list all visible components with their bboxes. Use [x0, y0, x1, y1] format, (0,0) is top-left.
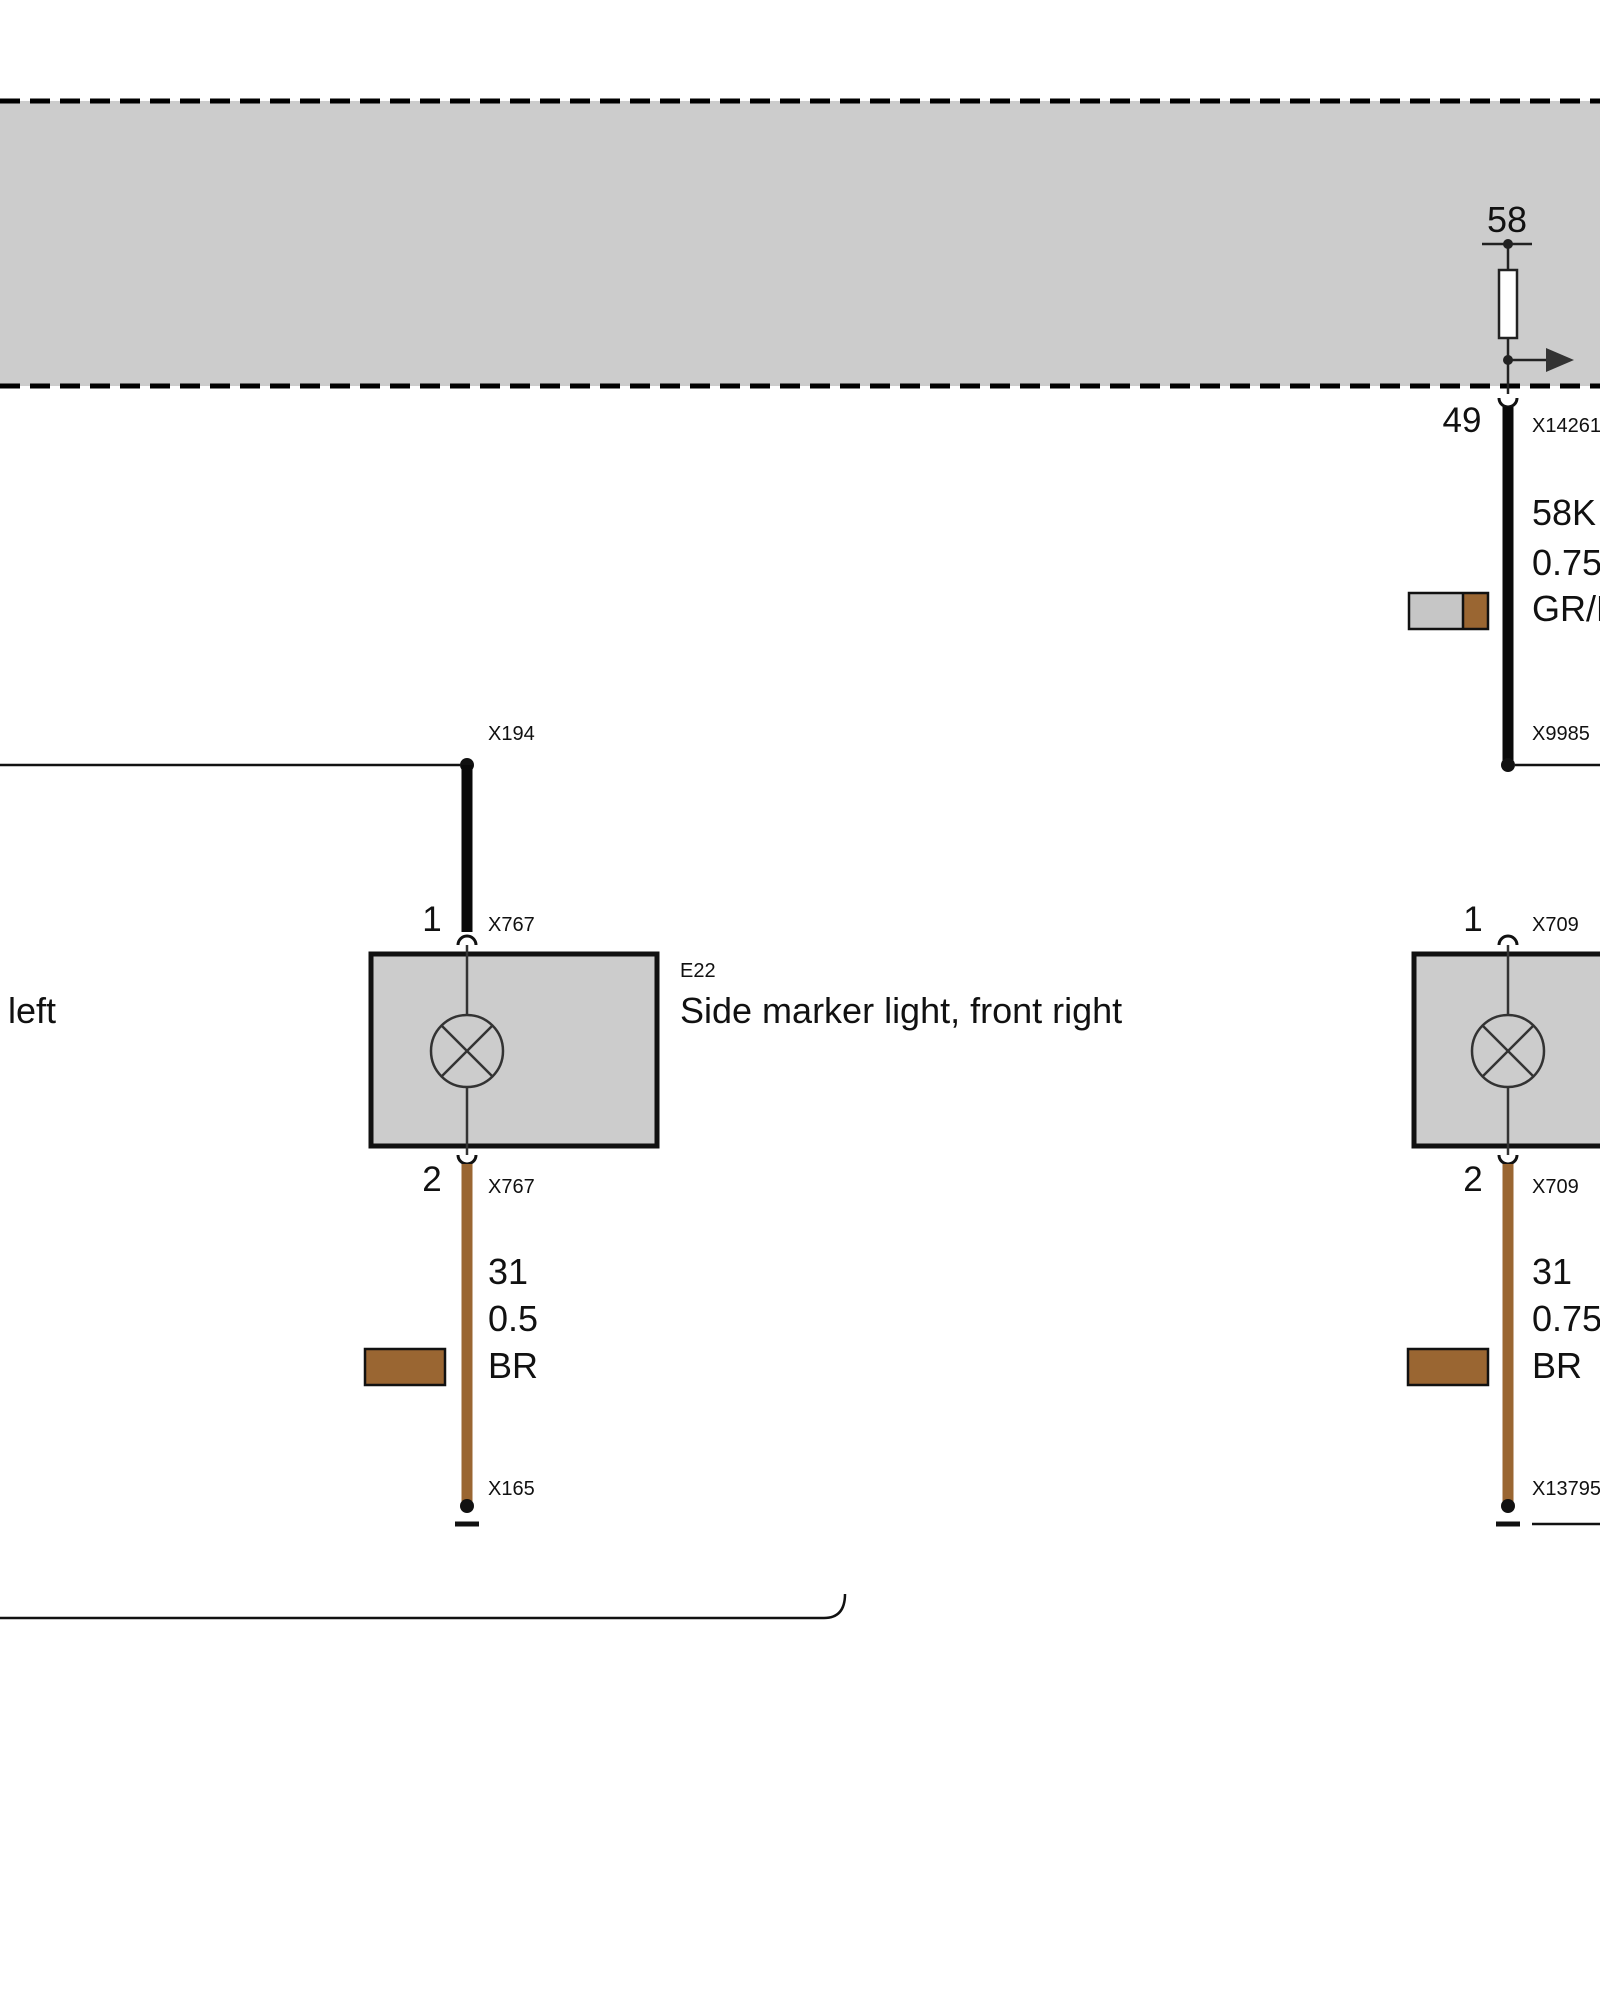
lamp-right-bulb-cross-b: [1481, 1024, 1535, 1078]
wire-58k-circuit: 58K: [1532, 492, 1596, 533]
lamp-e22-id: E22: [680, 960, 716, 982]
lamp-e22-name: Side marker light, front right: [680, 990, 1122, 1031]
control-module: [0, 98, 1600, 389]
wire-58k-gauge: 0.75: [1532, 542, 1600, 583]
lamp-e22-pin1-label: 1: [422, 900, 441, 939]
ground-x13795-label: X13795: [1532, 1478, 1600, 1500]
splice-x9985-label: X9985: [1532, 723, 1590, 745]
terminal-58-circuit: 58: [1482, 199, 1574, 394]
signal-arrow-head: [1546, 348, 1574, 372]
lamp-e22-connector-top: X767: [488, 914, 535, 936]
lamp-right-connector-bottom: X709: [1532, 1176, 1579, 1198]
lamp-right: 1 X709 2 X709: [1411, 900, 1600, 1199]
wire-right-ground-circuit: 31: [1532, 1251, 1572, 1292]
wire-left-ground-gauge: 0.5: [488, 1298, 538, 1339]
ground-x165-label: X165: [488, 1478, 535, 1500]
connector-x14261-label: X14261: [1532, 415, 1600, 437]
swatch-grey: [1409, 593, 1463, 629]
wire-58k-color-code: GR/BR: [1532, 588, 1600, 629]
wire-left-ground-color-swatch: [363, 1347, 447, 1387]
lamp-right-pin1-socket: [1497, 934, 1519, 946]
swatch-brown: [1463, 593, 1488, 629]
resistor-symbol: [1497, 268, 1519, 340]
wire-right-ground-color-swatch: [1406, 1347, 1490, 1387]
swatch-outline: [1407, 591, 1490, 631]
lamp-right-pin1-label: 1: [1463, 900, 1482, 939]
lamp-e22-housing: [368, 951, 660, 1149]
lamp-e22-pin2-label: 2: [422, 1160, 441, 1199]
offscreen-lamp-name-fragment: left: [8, 990, 56, 1031]
terminal-58-label: 58: [1487, 199, 1527, 240]
lamp-right-pin2-socket: [1497, 1154, 1519, 1166]
lamp-e22: 1 X767 2 X767 E22 Side marker light, fro…: [368, 900, 1122, 1199]
splice-x9985: [1501, 758, 1515, 772]
lamp-e22-bulb-cross-b: [440, 1024, 494, 1078]
lamp-e22-pin2-socket: [456, 1154, 478, 1166]
lamp-right-pin2-label: 2: [1463, 1160, 1482, 1199]
wire-right-ground-color-code: BR: [1532, 1345, 1582, 1386]
wire-right-ground-gauge: 0.75: [1532, 1298, 1600, 1339]
wire-left-ground-circuit: 31: [488, 1251, 528, 1292]
pin-49-label: 49: [1443, 401, 1482, 440]
pin-49-socket: [1497, 397, 1519, 409]
splice-x194-label: X194: [488, 723, 535, 745]
wire-left-ground-color-code: BR: [488, 1345, 538, 1386]
lamp-e22-pin1-socket: [456, 934, 478, 946]
ground-x13795-dot: [1501, 1499, 1515, 1513]
lamp-e22-connector-bottom: X767: [488, 1176, 535, 1198]
ground-x165-dot: [460, 1499, 474, 1513]
wire-58k-color-swatch: [1407, 591, 1490, 631]
lamp-right-connector-top: X709: [1532, 914, 1579, 936]
module-body: [0, 101, 1600, 386]
grouping-bracket: [0, 1593, 847, 1620]
